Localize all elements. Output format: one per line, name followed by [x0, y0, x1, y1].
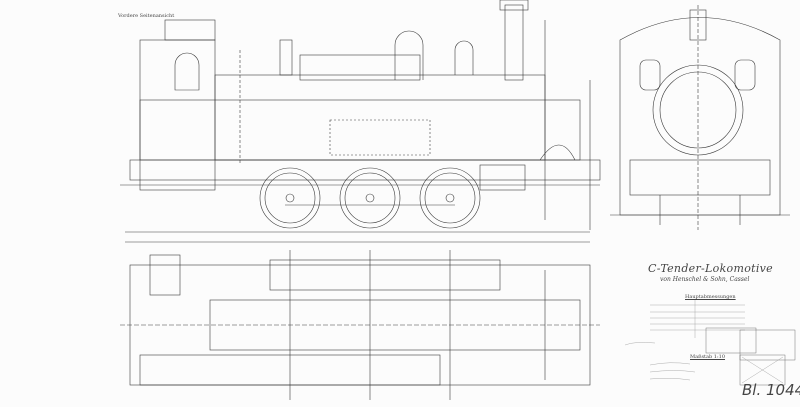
wheels [259, 167, 481, 229]
dimensions-heading: Hauptabmessungen [685, 294, 736, 300]
side-elevation [120, 0, 601, 243]
front-elevation [610, 5, 790, 230]
plan-view [120, 250, 600, 400]
manufacturer-subtitle: von Henschel & Sohn, Cassel [660, 276, 750, 283]
drawing-title: C-Tender-Lokomotive [648, 262, 773, 275]
scale-label: Maßstab 1:10 [690, 354, 726, 360]
view-label: Vordere Seitenansicht [118, 13, 175, 19]
title-block [624, 300, 796, 386]
sheet-number: Bl. 1044. [742, 381, 800, 399]
